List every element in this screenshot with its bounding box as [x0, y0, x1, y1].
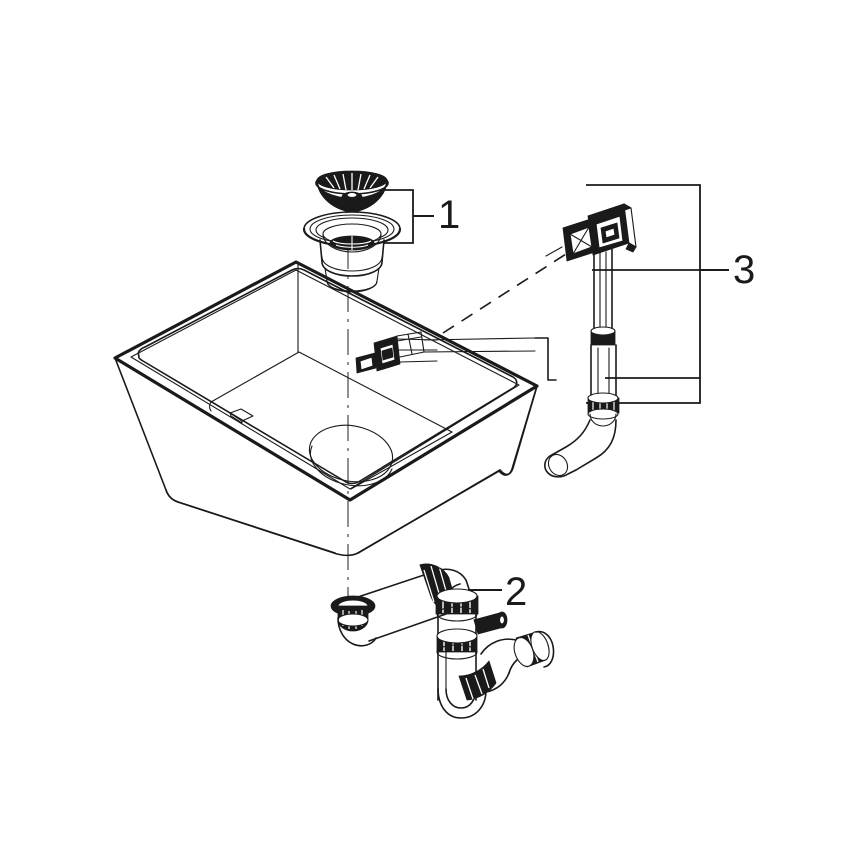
trap-body [435, 588, 487, 719]
strainer-basket [315, 170, 389, 213]
trap-cleanout-plug [473, 611, 508, 635]
overflow-cover-plate-in-basin [355, 331, 557, 381]
trap-connection-pipe [357, 570, 447, 642]
sink-basin [113, 260, 539, 557]
overflow-cover-plate [562, 217, 599, 262]
callout-3-bracket [586, 184, 729, 404]
trap-outlet-elbow [458, 630, 555, 701]
callout-label-2: 2 [505, 570, 528, 614]
overflow-elbow-outlet [544, 419, 617, 478]
callout-label-1: 1 [438, 193, 461, 237]
overflow-pipe-lower [587, 344, 620, 427]
overflow-head-frame [587, 203, 637, 256]
callout-1-bracket [383, 189, 434, 244]
strainer-body [302, 211, 402, 293]
callout-label-3: 3 [733, 248, 756, 292]
p-trap-assembly [330, 563, 555, 719]
overflow-alignment-dash-line [442, 253, 567, 334]
overflow-set-assembly [544, 203, 637, 478]
overflow-pipe-upper [590, 247, 616, 346]
trap-inlet-nut [330, 595, 377, 647]
